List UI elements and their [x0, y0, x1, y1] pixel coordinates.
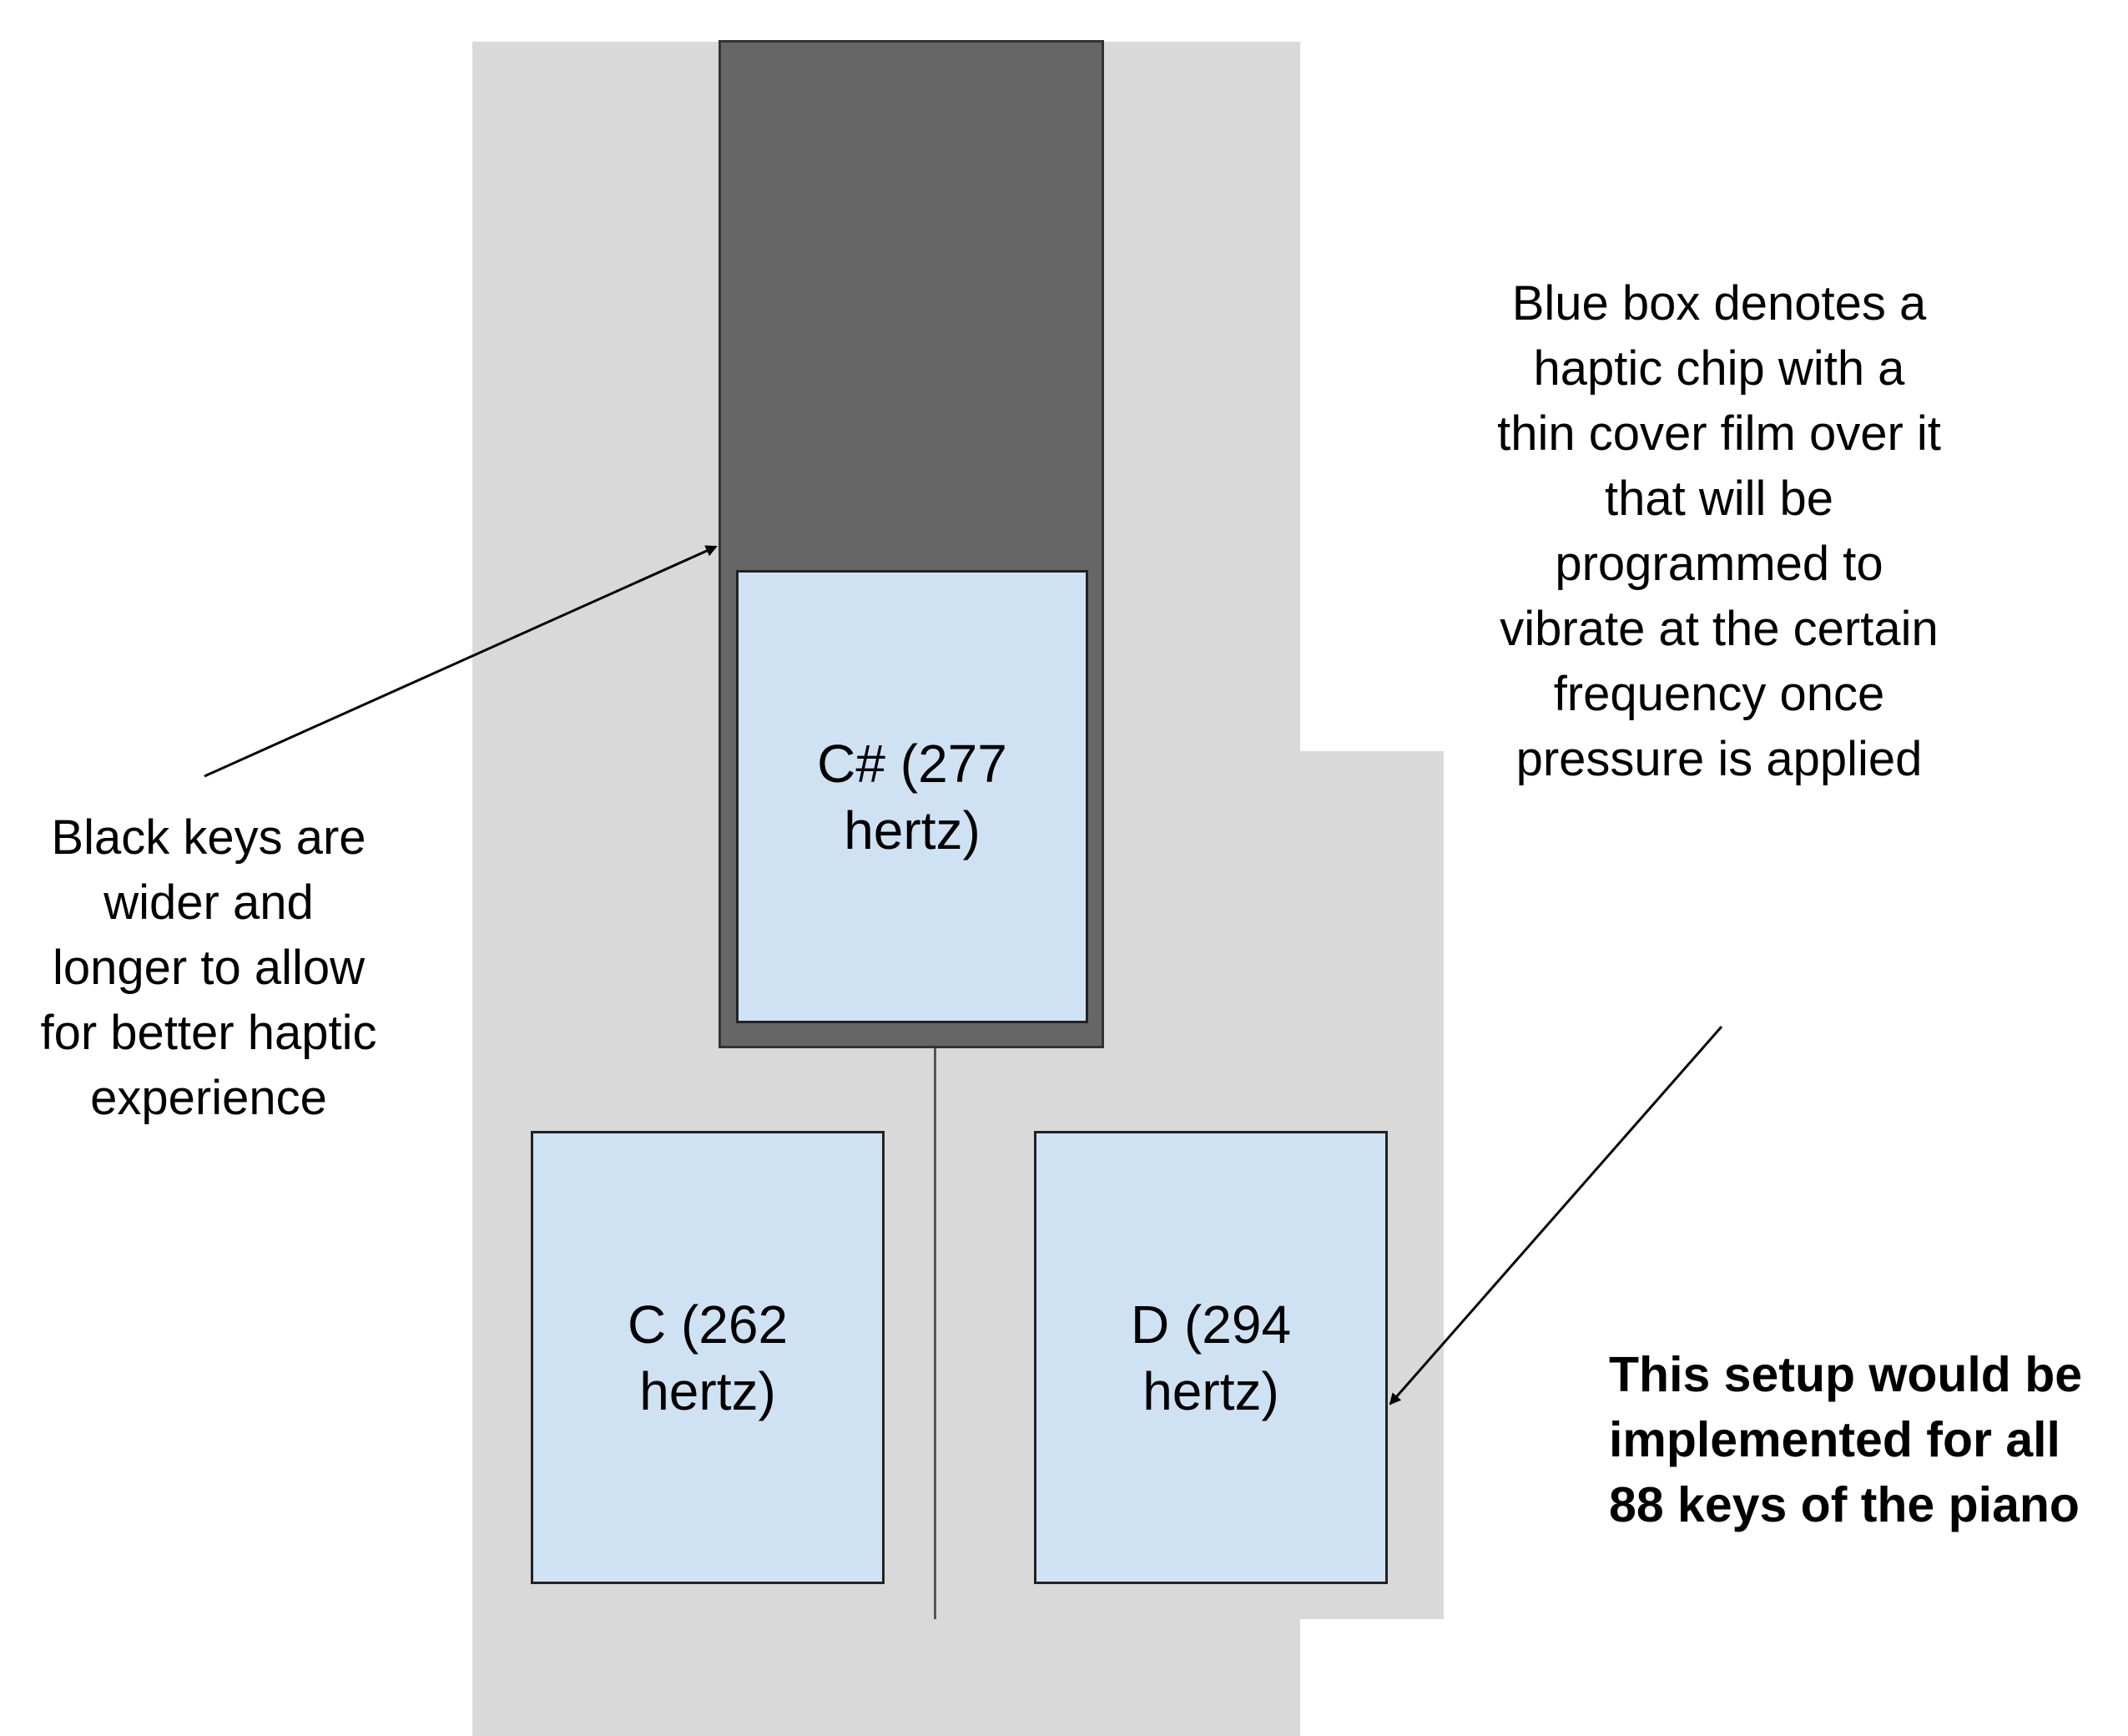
haptic-chip-d: D (294 hertz) [1034, 1131, 1388, 1584]
annotation-setup: This setup would be implemented for all … [1609, 1347, 2083, 1532]
annotation-blue-box: Blue box denotes a haptic chip with a th… [1497, 276, 1941, 786]
chip-label-c: C (262 hertz) [627, 1294, 789, 1421]
key-divider-line [934, 1048, 936, 1619]
haptic-chip-c-sharp: C# (277 hertz) [736, 570, 1088, 1023]
chip-label-c-sharp: C# (277 hertz) [817, 733, 1007, 860]
annotation-black-keys: Black keys are wider and longer to allow… [40, 810, 377, 1125]
chip-label-d: D (294 hertz) [1130, 1294, 1292, 1421]
haptic-chip-c: C (262 hertz) [531, 1131, 885, 1584]
